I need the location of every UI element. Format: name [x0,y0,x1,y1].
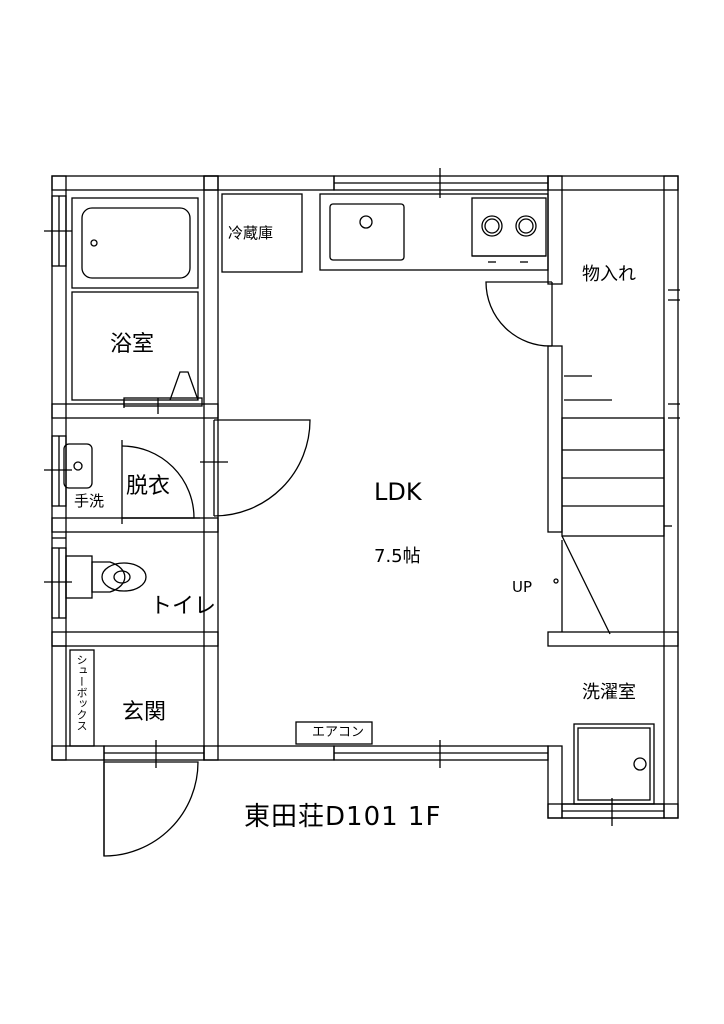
room-label-refrigerator: 冷蔵庫 [228,224,274,242]
room-label-bathroom: 浴室 [110,332,155,357]
aircon-box [295,721,373,745]
room-label-ldk: LDK [374,478,422,506]
room-label-laundry: 洗濯室 [582,682,636,703]
washing-machine [573,723,655,805]
toilet [65,555,147,599]
room-label-dressing: 脱衣 [126,474,171,499]
closet-door [485,281,553,347]
plan-title: 東田荘D101 1F [244,802,442,832]
room-label-ldk-size: 7.5帖 [374,546,421,567]
entrance-door [103,761,199,857]
room-label-toilet: トイレ [150,594,217,619]
ldk-door [213,419,311,517]
shoe-box [69,649,95,747]
washbasin [63,443,93,489]
refrigerator-box [221,193,303,273]
aircon-label: エアコン [312,725,365,740]
kitchen-counter [319,193,549,271]
room-label-washbasin: 手洗 [74,492,105,510]
bathtub [71,197,203,414]
dressing-door [121,445,195,519]
room-label-shoe-box: シューボックス [75,654,88,731]
room-label-closet: 物入れ [582,264,636,285]
stairs [553,375,672,635]
stairs-up-label: UP [512,578,533,596]
room-label-entrance: 玄関 [122,700,167,725]
